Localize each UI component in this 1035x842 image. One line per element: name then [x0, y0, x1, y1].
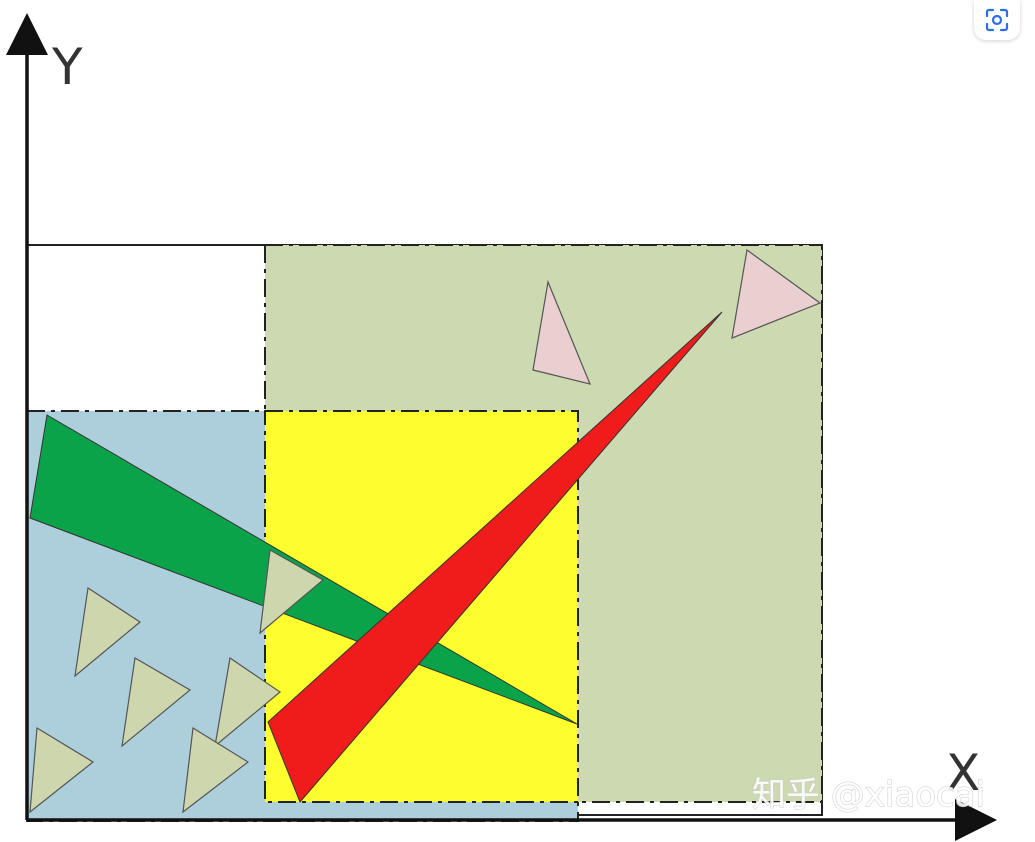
small-triangle — [259, 549, 325, 635]
small-triangle — [214, 656, 281, 748]
x-axis-label: X — [946, 744, 980, 802]
small-triangle — [121, 657, 192, 748]
small-triangle — [182, 726, 250, 814]
small-triangle — [74, 586, 142, 678]
pink-triangle — [731, 248, 822, 339]
y-axis-label: Y — [51, 38, 83, 96]
scan-icon — [985, 8, 1009, 32]
red-triangle — [267, 311, 723, 803]
scan-button[interactable] — [974, 0, 1020, 40]
pink-triangle — [532, 279, 592, 385]
small-triangle — [29, 726, 95, 814]
watermark: 知乎 @xiaocai — [752, 775, 985, 815]
